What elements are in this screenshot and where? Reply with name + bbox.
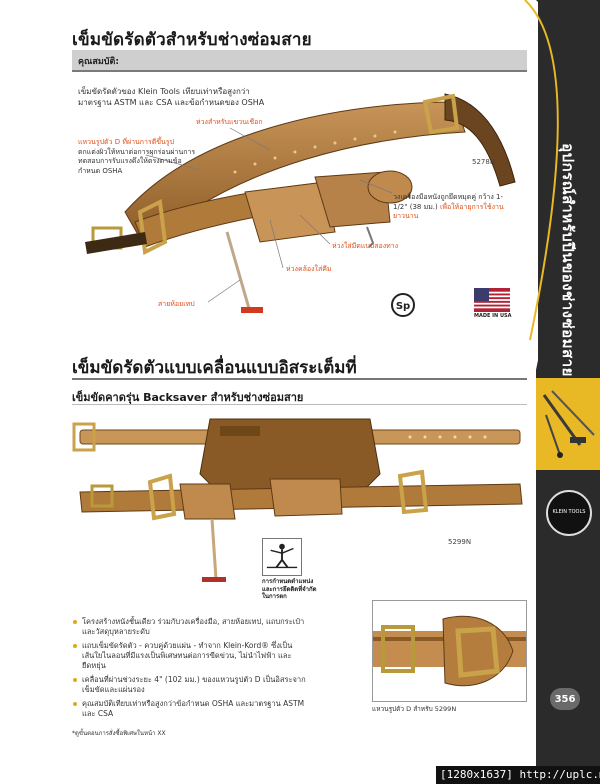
callout-tape-strap: สายห้อยเทป bbox=[158, 300, 195, 308]
climber-tools-icon bbox=[542, 390, 595, 458]
feature-bullet: โครงสร้างหนังชั้นเดียว ร่วมกับวงเครื่องม… bbox=[72, 617, 312, 637]
callout-d-ring-title: แหวนรูปตัว D ที่ผ่านการตีขึ้นรูป bbox=[78, 138, 175, 146]
feature-bullet: คุณสมบัติเทียบเท่าหรือสูงกว่าข้อกำหนด OS… bbox=[72, 699, 312, 719]
sidebar-title-text: อุปกรณ์สำหรับปีนของช่างซ่อมสาย bbox=[559, 143, 577, 377]
warning-text: การกำหนดตำแหน่งและการยึดติดที่จำกัดในการ… bbox=[262, 578, 317, 600]
fall-restraint-icon bbox=[262, 538, 302, 576]
callout-tool-loop: วงเครื่องมือหนังถูกยึดหมุดคู่ กว้าง 1-1/… bbox=[393, 193, 511, 222]
callout-d-ring-body: ตกแต่งผิวให้หนาต่อการผุกร่อนผ่านการทดสอบ… bbox=[78, 147, 196, 175]
sub-title-rule bbox=[72, 404, 527, 405]
callout-tool-loop-highlight: เพื่อให้อายุการใช้งานยาวนาน bbox=[393, 202, 504, 221]
callout-saddle-loop: ห่วงสำหรับแขวนเชือก bbox=[196, 118, 263, 126]
model-number-top: 5278N bbox=[472, 158, 496, 166]
made-in-usa-label: MADE IN USA bbox=[474, 313, 512, 319]
section-title: เข็มขัดรัดตัวสำหรับช่างซ่อมสาย bbox=[72, 30, 312, 50]
callout-tool-holder: ห่วงใส่มีดแบบสองทาง bbox=[332, 242, 399, 250]
watermark-text: [1280x1637] http://uplc.me/ bbox=[440, 768, 600, 781]
feature-bullet: เคลื่อนที่ผ่านช่วงระยะ 4" (102 มม.) ของแ… bbox=[72, 675, 312, 695]
csa-certification-icon: Sp bbox=[391, 293, 415, 317]
d-ring-closeup-icon bbox=[373, 615, 526, 687]
d-ring-detail-image bbox=[372, 600, 527, 702]
callout-tool-loop-main: วงเครื่องมือหนังถูกยึดหมุดคู่ กว้าง 1-1/… bbox=[393, 193, 503, 211]
footnote: *ดูขั้นตอนการสั่งซื้อพิเศษในหน้า XX bbox=[72, 730, 166, 737]
feature-bullet: แถบเข็มขัดรัดตัว - ควบคู่ด้วยแผ่น - ทำจา… bbox=[72, 641, 312, 671]
sub-title: เข็มขัดคาดรุ่น Backsaver สำหรับช่างซ่อมส… bbox=[72, 391, 304, 404]
svg-text:Sp: Sp bbox=[396, 301, 410, 312]
intro-text: เข็มขัดรัดตัวของ Klein Tools เทียบเท่าหร… bbox=[78, 87, 265, 107]
watermark: [1280x1637] http://uplc.me/ bbox=[436, 766, 600, 784]
callout-pliers-holder: ห่วงคล้องใส่คีม bbox=[286, 265, 332, 273]
feature-bullets: โครงสร้างหนังชั้นเดียว ร่วมกับวงเครื่องม… bbox=[72, 617, 312, 723]
features-label: คุณสมบัติ: bbox=[78, 57, 119, 67]
callout-d-ring: แหวนรูปตัว D ที่ผ่านการตีขึ้นรูป ตกแต่งผ… bbox=[78, 138, 198, 176]
page-number: 356 bbox=[550, 688, 580, 710]
features-bar: คุณสมบัติ: bbox=[72, 50, 527, 72]
klein-logo-text: KLEIN TOOLS bbox=[552, 509, 586, 516]
section2-rule bbox=[72, 378, 527, 380]
section2-title: เข็มขัดรัดตัวแบบเคลื่อนแบบอิสระเต็มที่ bbox=[72, 358, 357, 378]
klein-tools-logo: KLEIN TOOLS bbox=[546, 490, 592, 536]
lineman-belt-5278n-image bbox=[85, 93, 516, 313]
model-number-bottom: 5299N bbox=[448, 538, 472, 546]
usa-flag-icon bbox=[474, 288, 510, 312]
backsaver-belt-5299n-image bbox=[72, 418, 523, 582]
sidebar-yellow-panel bbox=[536, 378, 600, 470]
sidebar-title: อุปกรณ์สำหรับปีนของช่างซ่อมสาย bbox=[536, 143, 600, 377]
callout-leader-lines bbox=[145, 127, 393, 303]
detail-caption: แหวนรูปตัว D สำหรับ 5299N bbox=[372, 705, 457, 713]
